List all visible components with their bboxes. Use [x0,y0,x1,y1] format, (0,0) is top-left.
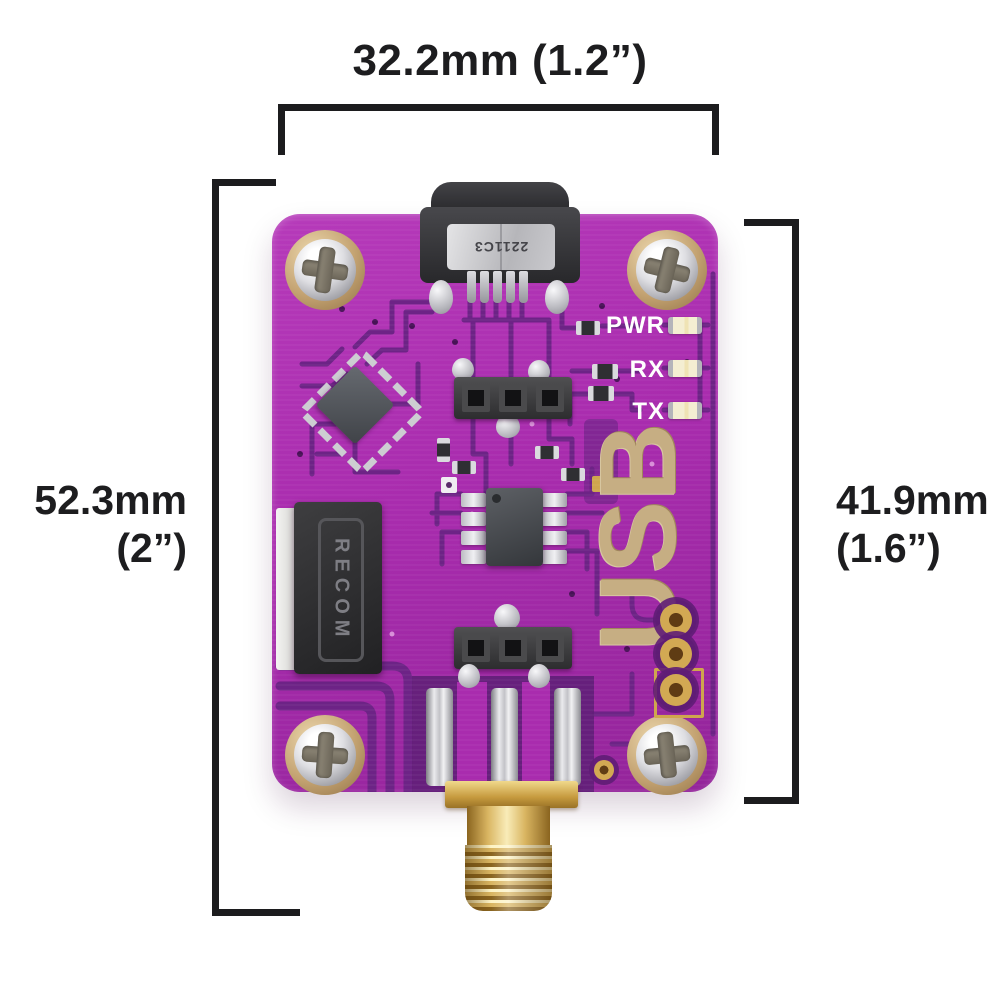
usb-pin [519,271,528,303]
sma-flange [445,781,578,808]
recom-marking: RECOM [330,537,353,643]
usb-pin [467,271,476,303]
pwr-label: PWR [606,312,665,339]
solder-blob [458,664,480,688]
recom-power-module: RECOM [294,502,382,674]
sma-connector-threads [465,845,552,911]
right-bracket-tick-top [744,219,799,226]
left-bracket-tick-bottom [212,909,300,916]
phillips-cross-icon [619,222,716,319]
left-bracket-tick-top [212,179,276,186]
phillips-screw-bottom-right [627,715,707,795]
gold-via [594,760,614,780]
left-bracket-line [212,179,219,916]
phillips-cross-icon [282,712,367,797]
header-pin-hole [499,384,527,412]
usb-shield-marking: 2211C3 [473,239,529,255]
width-bracket-tick-left [278,104,285,155]
soic-pin [461,550,486,564]
rx-resistor [592,364,618,379]
chip-resistor [561,468,585,481]
solder-blob [528,664,550,688]
phillips-cross-icon [280,225,370,315]
chip-capacitor [437,438,450,462]
dimension-height-right-label: 41.9mm (1.6”) [836,476,1000,573]
rx-label: RX [629,356,665,383]
solder-blob [545,280,569,314]
soic-pin [542,512,567,526]
sma-pin [426,688,453,786]
usb-pin [506,271,515,303]
recom-frame: RECOM [318,518,364,662]
dimension-height-left-mm: 52.3mm [34,477,187,523]
usb-pin [493,271,502,303]
tx-led [668,402,702,419]
solder-blob [528,360,550,382]
sma-pin [491,688,518,786]
gold-via [660,604,692,636]
soic-pin [542,550,567,564]
right-bracket-tick-bottom [744,797,799,804]
sma-connector-neck [467,806,550,847]
usb-shield-plate: 2211C3 [447,224,555,270]
width-bracket-line [278,104,719,111]
gold-via [660,638,692,670]
dimension-height-right-mm: 41.9mm [836,477,989,523]
phillips-cross-icon [623,711,711,799]
phillips-screw-top-right [627,230,707,310]
dimension-height-right-inch: (1.6”) [836,525,941,572]
header-pin-hole [536,384,564,412]
dimension-height-left-label: 52.3mm (2”) [17,476,187,573]
pin-header-bottom [454,627,572,669]
tx-label: TX [632,398,665,425]
soic-pin [542,493,567,507]
tx-resistor [588,386,614,401]
phillips-screw-bottom-left [285,715,365,795]
solder-blob [452,358,474,380]
soic8-chip [486,488,543,566]
soic-pin [542,531,567,545]
header-pin-hole [462,634,490,662]
header-pin-hole [536,634,564,662]
right-bracket-line [792,219,799,804]
pwr-led [668,317,702,334]
width-bracket-tick-right [712,104,719,155]
soic-pin [461,493,486,507]
dimension-height-left-inch: (2”) [116,525,187,572]
phillips-screw-top-left [285,230,365,310]
sma-pin [554,688,581,786]
chip-resistor [452,461,476,474]
fiducial-mark [441,477,457,493]
solder-blob [494,604,520,630]
header-pin-hole [499,634,527,662]
solder-blob [429,280,453,314]
soic-pin [461,531,486,545]
usb-pin [480,271,489,303]
pwr-resistor [576,321,600,335]
dimension-width-label: 32.2mm (1.2”) [352,36,648,85]
header-pin-hole [462,384,490,412]
gold-via [660,674,692,706]
rx-led [668,360,702,377]
chip-resistor [535,446,559,459]
pin-header-top [454,377,572,419]
soic-pin [461,512,486,526]
